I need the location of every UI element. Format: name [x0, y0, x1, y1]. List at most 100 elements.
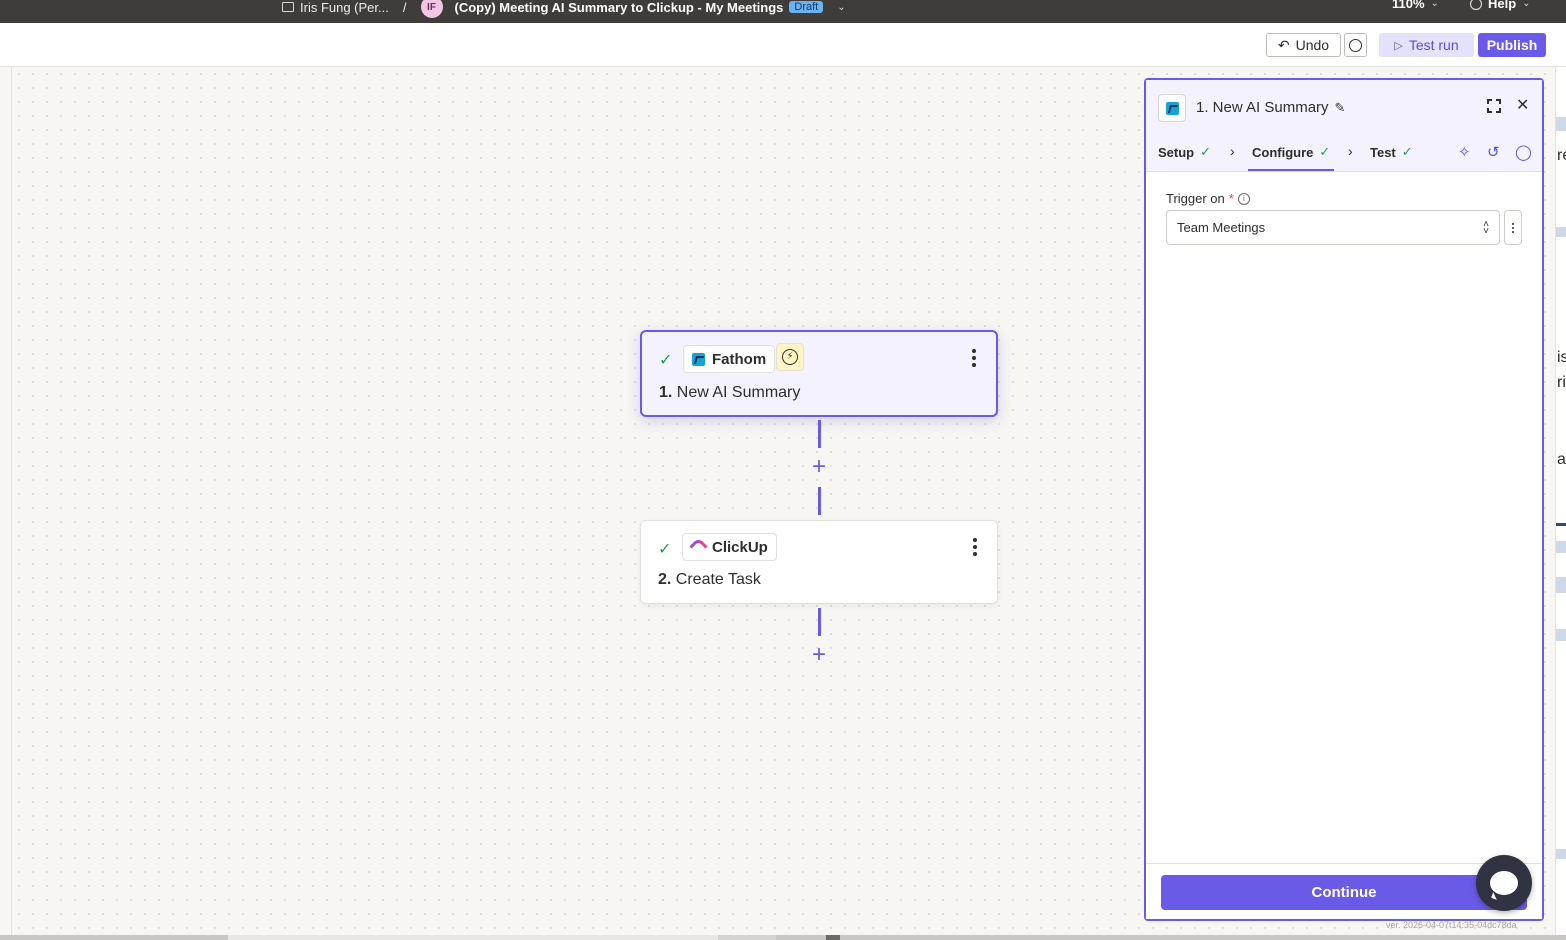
trigger-on-label: Trigger on * i — [1166, 191, 1250, 206]
zoom-level: 110% — [1392, 0, 1425, 11]
bottom-edge — [0, 935, 1566, 940]
edge-bar — [1556, 849, 1566, 859]
editor-toolbar: ↶ Undo ▷ Test run Publish — [0, 23, 1566, 67]
breadcrumb: Iris Fung (Per... / IF (Copy) Meeting AI… — [282, 0, 846, 18]
chat-support-icon[interactable] — [1476, 855, 1532, 911]
help-icon — [1470, 0, 1482, 10]
step-card-clickup[interactable]: ✓ ClickUp 2. Create Task — [640, 520, 998, 604]
tab-configure[interactable]: Configure ✓ — [1252, 144, 1330, 160]
check-icon: ✓ — [659, 352, 673, 369]
play-icon: ▷ — [1394, 39, 1403, 52]
trigger-icon: ⚡ — [776, 343, 804, 371]
panel-title[interactable]: 1. New AI Summary ✎ — [1196, 99, 1345, 116]
connector-line — [818, 487, 821, 515]
version-label: ver. 2026-04-07t14:35-04dc78da — [1386, 920, 1517, 930]
top-bar: Iris Fung (Per... / IF (Copy) Meeting AI… — [0, 0, 1566, 23]
undo-icon: ↶ — [1277, 36, 1290, 53]
background-window-edge: re is ri a — [1555, 67, 1566, 940]
edge-bar — [1556, 541, 1566, 553]
panel-header: 1. New AI Summary ✎ ✕ — [1146, 80, 1542, 132]
step-config-panel: 1. New AI Summary ✎ ✕ Setup ✓ › Configur… — [1144, 78, 1544, 921]
pencil-icon[interactable]: ✎ — [1334, 99, 1346, 115]
test-run-button[interactable]: ▷ Test run — [1379, 33, 1474, 57]
fathom-logo-icon — [1158, 94, 1186, 122]
panel-title-text: 1. New AI Summary — [1196, 99, 1329, 116]
tab-test[interactable]: Test ✓ — [1370, 144, 1413, 160]
check-icon: ✓ — [658, 541, 672, 558]
breadcrumb-separator: / — [402, 0, 407, 15]
close-icon[interactable]: ✕ — [1516, 97, 1530, 114]
undo-button[interactable]: ↶ Undo — [1266, 33, 1341, 57]
chevron-right-icon: › — [1348, 143, 1353, 159]
more-options-icon[interactable] — [972, 349, 976, 367]
folder-icon — [282, 2, 294, 12]
connector-line — [818, 608, 821, 636]
test-run-label: Test run — [1408, 37, 1459, 53]
edge-bar — [1556, 117, 1566, 131]
field-label-text: Trigger on — [1166, 191, 1225, 206]
help-menu[interactable]: Help ⌄ — [1470, 0, 1531, 11]
tab-label: Test — [1370, 144, 1396, 160]
fathom-logo-icon — [692, 352, 705, 366]
edge-bar — [1556, 577, 1566, 593]
info-icon[interactable]: i — [1237, 192, 1250, 205]
step-title-text: New AI Summary — [676, 384, 801, 401]
folder-link[interactable]: Iris Fung (Per... — [300, 0, 389, 15]
help-label: Help — [1488, 0, 1517, 11]
chevron-down-icon: ⌄ — [1522, 0, 1531, 9]
left-edge — [0, 67, 12, 940]
app-name: ClickUp — [712, 538, 768, 556]
version-history-button[interactable] — [1344, 33, 1367, 57]
tab-setup[interactable]: Setup ✓ — [1158, 144, 1211, 160]
text-fragment: re — [1557, 147, 1566, 164]
chevron-down-icon: ⌄ — [1430, 0, 1439, 9]
history-icon — [1349, 38, 1362, 52]
continue-button[interactable]: Continue — [1161, 875, 1527, 910]
step-title: 2. Create Task — [658, 571, 761, 589]
active-tab-indicator — [1248, 169, 1334, 171]
zoom-control[interactable]: 110% ⌄ — [1392, 0, 1439, 11]
edge-bar — [1556, 523, 1566, 526]
app-tag: Fathom — [683, 345, 776, 373]
step-number: 1. — [659, 384, 673, 401]
check-icon: ✓ — [1401, 144, 1413, 159]
chevron-down-icon[interactable]: ⌄ — [837, 1, 846, 13]
trigger-on-select[interactable]: Team Meetings ˄˅ — [1166, 210, 1500, 245]
select-arrows-icon: ˄˅ — [1483, 218, 1489, 237]
edge-bar — [1556, 629, 1566, 641]
add-step-icon[interactable]: + — [811, 453, 826, 480]
clickup-logo-icon — [691, 540, 705, 554]
tab-label: Configure — [1252, 144, 1314, 160]
refresh-icon[interactable]: ↺ — [1487, 144, 1500, 161]
select-value: Team Meetings — [1177, 220, 1266, 235]
edge-bar — [1556, 227, 1566, 237]
check-icon: ✓ — [1319, 144, 1331, 159]
zap-title[interactable]: (Copy) Meeting AI Summary to Clickup - M… — [454, 0, 784, 15]
more-options-icon[interactable] — [973, 538, 977, 556]
step-number: 2. — [658, 571, 672, 588]
comment-icon[interactable]: ◯ — [1515, 144, 1532, 161]
text-fragment: a — [1557, 451, 1566, 468]
text-fragment: ri — [1557, 374, 1566, 391]
check-icon: ✓ — [1200, 144, 1212, 159]
step-title: 1. New AI Summary — [659, 384, 800, 402]
panel-footer: Continue — [1146, 863, 1542, 919]
app-name: Fathom — [712, 350, 767, 368]
step-card-fathom[interactable]: ✓ Fathom 1. New AI Summary — [640, 330, 998, 417]
ai-sparkle-icon[interactable]: ✧ — [1458, 144, 1471, 161]
undo-label: Undo — [1295, 37, 1330, 53]
field-options-icon[interactable] — [1504, 210, 1522, 245]
add-step-icon[interactable]: + — [811, 641, 826, 668]
avatar[interactable]: IF — [420, 0, 443, 18]
tab-label: Setup — [1158, 144, 1195, 160]
panel-tabs: Setup ✓ › Configure ✓ › Test ✓ ✧ ↺ ◯ — [1146, 132, 1542, 172]
chevron-right-icon: › — [1230, 143, 1235, 159]
text-fragment: is — [1557, 349, 1566, 366]
publish-button[interactable]: Publish — [1478, 33, 1546, 57]
connector-line — [818, 420, 821, 448]
app-tag: ClickUp — [682, 533, 777, 561]
step-title-text: Create Task — [675, 571, 761, 588]
required-marker: * — [1228, 191, 1234, 206]
status-badge: Draft — [789, 1, 824, 13]
expand-icon[interactable] — [1487, 99, 1501, 113]
